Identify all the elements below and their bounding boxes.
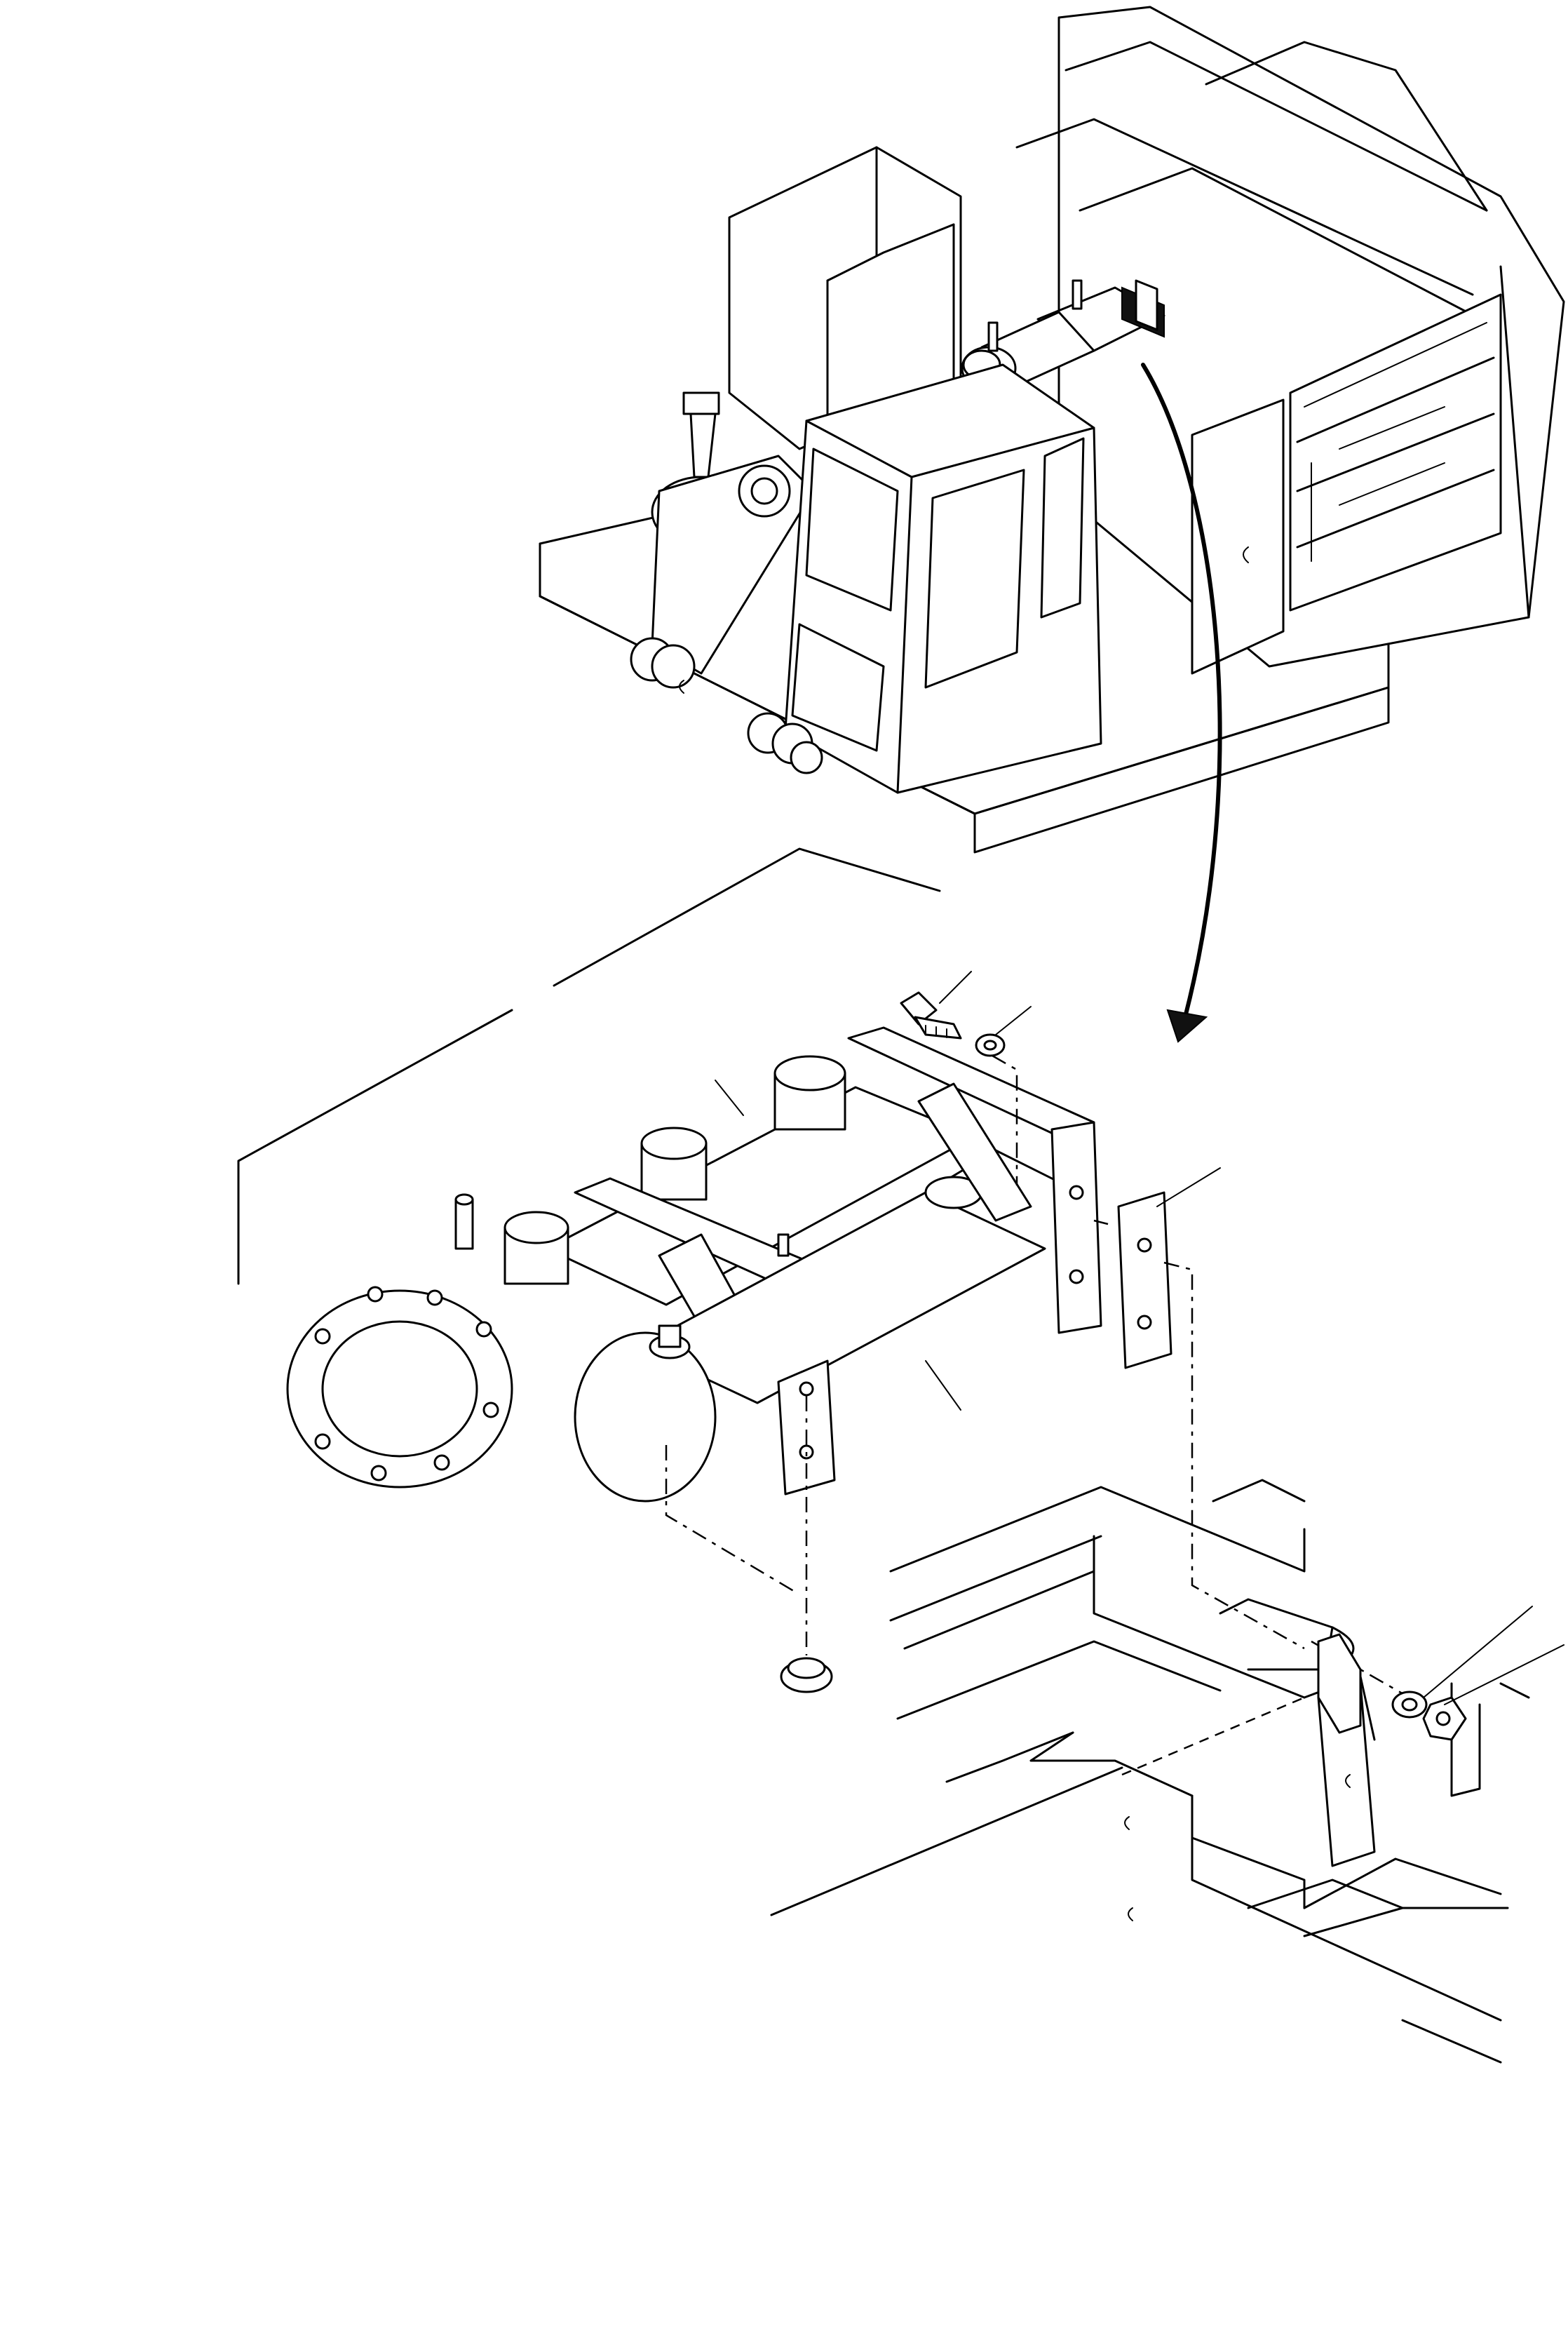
leader-nut	[1423, 1606, 1533, 1698]
upper-column	[728, 146, 962, 450]
boom-foot	[630, 391, 815, 694]
leader-lower-tank	[925, 1360, 961, 1411]
side-panels	[1191, 293, 1502, 675]
cooler-assembly	[286, 1026, 1102, 1503]
mounting-bolt	[900, 991, 962, 1040]
callout-leaders	[715, 971, 1564, 1705]
location-arrow	[1141, 363, 1222, 1043]
leader-washer	[995, 1006, 1032, 1035]
detail-view	[237, 847, 1564, 2064]
frame-mount	[770, 1479, 1530, 2064]
washer	[975, 1033, 1006, 1057]
leader-upper-tank	[715, 1080, 744, 1116]
nut-and-lock-washer	[1391, 1691, 1467, 1741]
leader-bolt	[939, 971, 972, 1004]
overview-machine-view	[539, 6, 1565, 854]
leader-bracket-plate	[1156, 1167, 1221, 1207]
lower-nut	[780, 1657, 833, 1693]
bracket-plate	[1117, 1191, 1172, 1369]
leader-lock-washer	[1444, 1644, 1564, 1705]
operator-cab	[747, 363, 1102, 794]
